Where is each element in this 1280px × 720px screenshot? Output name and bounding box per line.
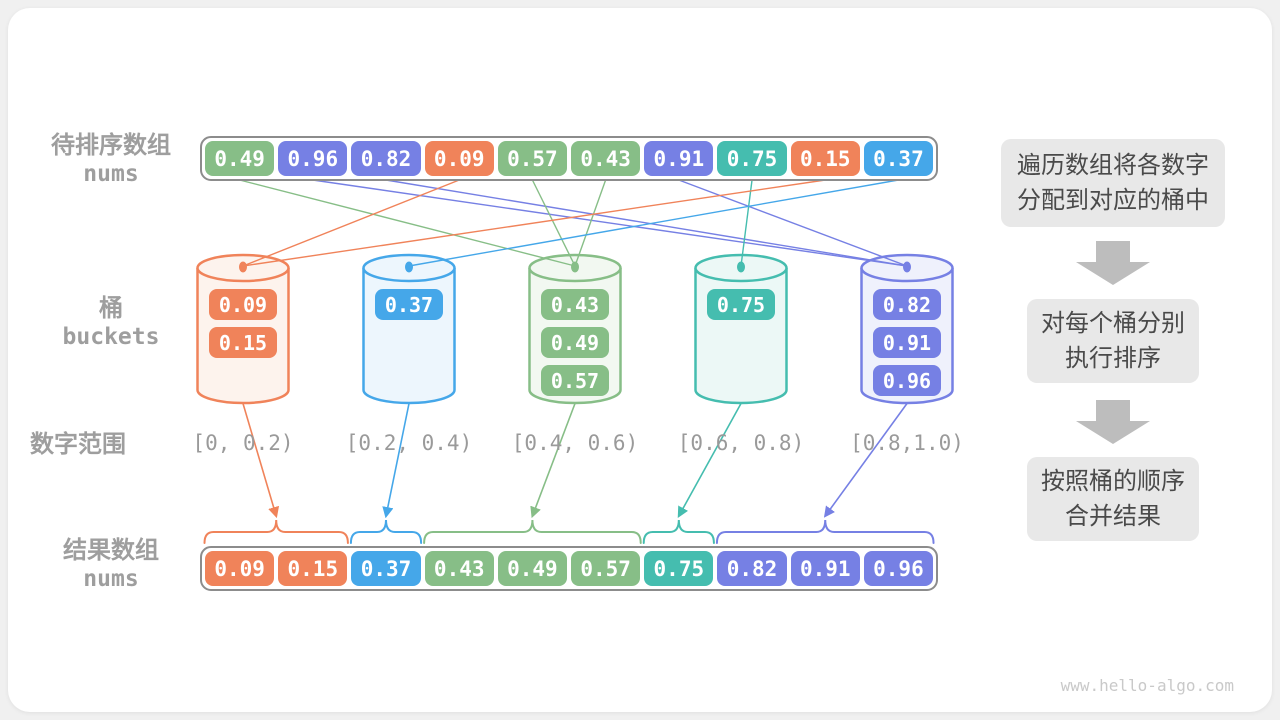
bucket-item: 0.49 [541,327,609,358]
step-text: 分配到对应的桶中 [1017,187,1209,214]
bucket-range-label: [0.8,1.0) [850,431,964,455]
buckets-label-zh: 桶 [99,295,123,322]
step-text: 遍历数组将各数字 [1017,152,1209,179]
bucket-item: 0.09 [209,289,277,320]
range-label: 数字范围 [18,430,138,459]
result-array-cell: 0.49 [497,551,568,586]
source-array-cell: 0.75 [717,141,787,176]
step-box-merge: 按照桶的顺序 合并结果 [1027,457,1199,541]
buckets-label-en: buckets [62,324,160,350]
bucket-item: 0.96 [873,365,941,396]
source-array-cell: 0.37 [863,141,934,176]
result-array-cell: 0.91 [790,551,860,586]
source-array-cell: 0.09 [424,141,494,176]
bucket-range-label: [0.4, 0.6) [511,431,639,455]
source-array-cell: 0.82 [351,141,421,176]
bucket-item: 0.91 [873,327,941,358]
bucket-item: 0.75 [707,289,775,320]
result-array-cell: 0.15 [278,551,348,586]
result-array-cell: 0.09 [205,551,275,586]
bucket-item: 0.37 [375,289,443,320]
source-array-cell: 0.91 [644,141,714,176]
source-array-label-en: nums [83,161,139,187]
bucket-item: 0.15 [209,327,277,358]
step-box-sort: 对每个桶分别 执行排序 [1027,299,1199,383]
result-array-cell: 0.82 [717,551,787,586]
bucket-item: 0.43 [541,289,609,320]
step-text: 合并结果 [1065,503,1161,530]
source-array-cell: 0.57 [497,141,568,176]
source-array-label: 待排序数组 nums [25,131,197,189]
buckets-label: 桶 buckets [25,294,197,352]
result-array-cell: 0.37 [351,551,421,586]
step-text: 按照桶的顺序 [1041,468,1185,495]
watermark: www.hello-algo.com [1060,676,1234,695]
source-array-label-zh: 待排序数组 [51,132,171,159]
bucket-item: 0.57 [541,365,609,396]
step-text: 对每个桶分别 [1041,310,1185,337]
bucket-range-label: [0, 0.2) [192,431,294,455]
step-box-distribute: 遍历数组将各数字 分配到对应的桶中 [1001,139,1225,227]
bucket-item: 0.82 [873,289,941,320]
result-array-label: 结果数组 nums [25,536,197,594]
bucket-range-label: [0.6, 0.8) [677,431,805,455]
result-array-cell: 0.75 [644,551,714,586]
result-array-cell: 0.43 [424,551,494,586]
range-label-zh: 数字范围 [30,431,126,458]
result-array-cell: 0.57 [571,551,641,586]
source-array-cell: 0.43 [571,141,641,176]
result-array-cell: 0.96 [863,551,934,586]
result-array-label-zh: 结果数组 [63,537,159,564]
source-array-cell: 0.96 [278,141,348,176]
step-text: 执行排序 [1065,345,1161,372]
bucket-range-label: [0.2, 0.4) [345,431,473,455]
result-array-label-en: nums [83,566,139,592]
source-array-cell: 0.49 [205,141,275,176]
source-array-cell: 0.15 [790,141,860,176]
